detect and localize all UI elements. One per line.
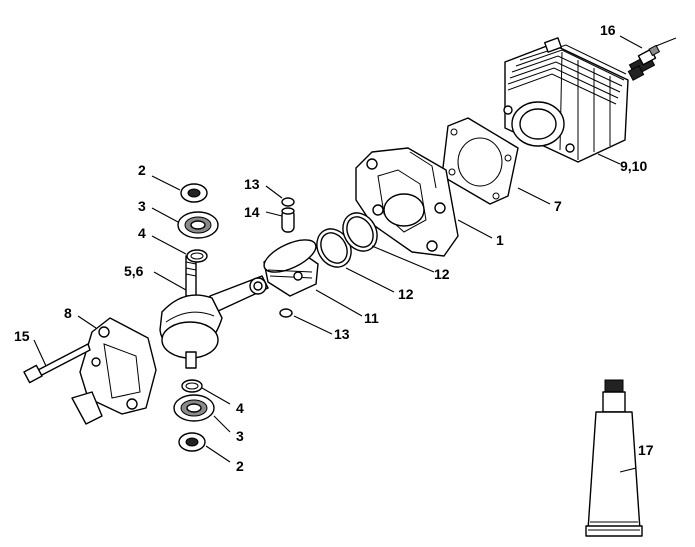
oil-seal-upper (180, 183, 208, 203)
callout-15: 15 (14, 328, 30, 344)
callout-2-lower: 2 (236, 458, 244, 474)
ball-bearing-upper (177, 211, 219, 239)
callout-7: 7 (554, 198, 562, 214)
callout-3-lower: 3 (236, 428, 244, 444)
callout-14: 14 (244, 204, 260, 220)
screw (23, 343, 91, 384)
callout-1: 1 (496, 232, 504, 248)
piston-pin (281, 207, 295, 233)
callout-3-upper: 3 (138, 198, 146, 214)
oil-seal-lower (178, 432, 206, 452)
crankcase-cover (71, 317, 157, 425)
callout-8: 8 (64, 305, 72, 321)
callout-2-upper: 2 (138, 162, 146, 178)
callout-4-lower: 4 (236, 400, 244, 416)
callout-17: 17 (638, 442, 654, 458)
callout-13-upper: 13 (244, 176, 260, 192)
piston-rings (316, 212, 378, 268)
cylinder-gasket (441, 117, 519, 205)
spark-plug (627, 37, 677, 81)
washer-upper (186, 249, 208, 263)
washer-lower (181, 379, 203, 393)
ball-bearing-lower (173, 394, 215, 422)
leader-lines (33, 35, 643, 473)
callout-9-10: 9,10 (620, 158, 648, 174)
piston (263, 239, 319, 297)
callout-12-lower: 12 (398, 286, 414, 302)
cylinder (503, 37, 629, 163)
callout-12-upper: 12 (434, 266, 450, 282)
circlip-top (281, 197, 295, 207)
crankcase (355, 147, 459, 257)
grease-tube (585, 379, 643, 537)
crankshaft (159, 255, 269, 369)
callout-5-6: 5,6 (124, 263, 144, 279)
callout-13-lower: 13 (334, 326, 350, 342)
circlip-bottom (279, 308, 293, 318)
callout-11: 11 (364, 310, 379, 326)
callout-4-upper: 4 (138, 225, 146, 241)
callout-16: 16 (600, 22, 616, 38)
